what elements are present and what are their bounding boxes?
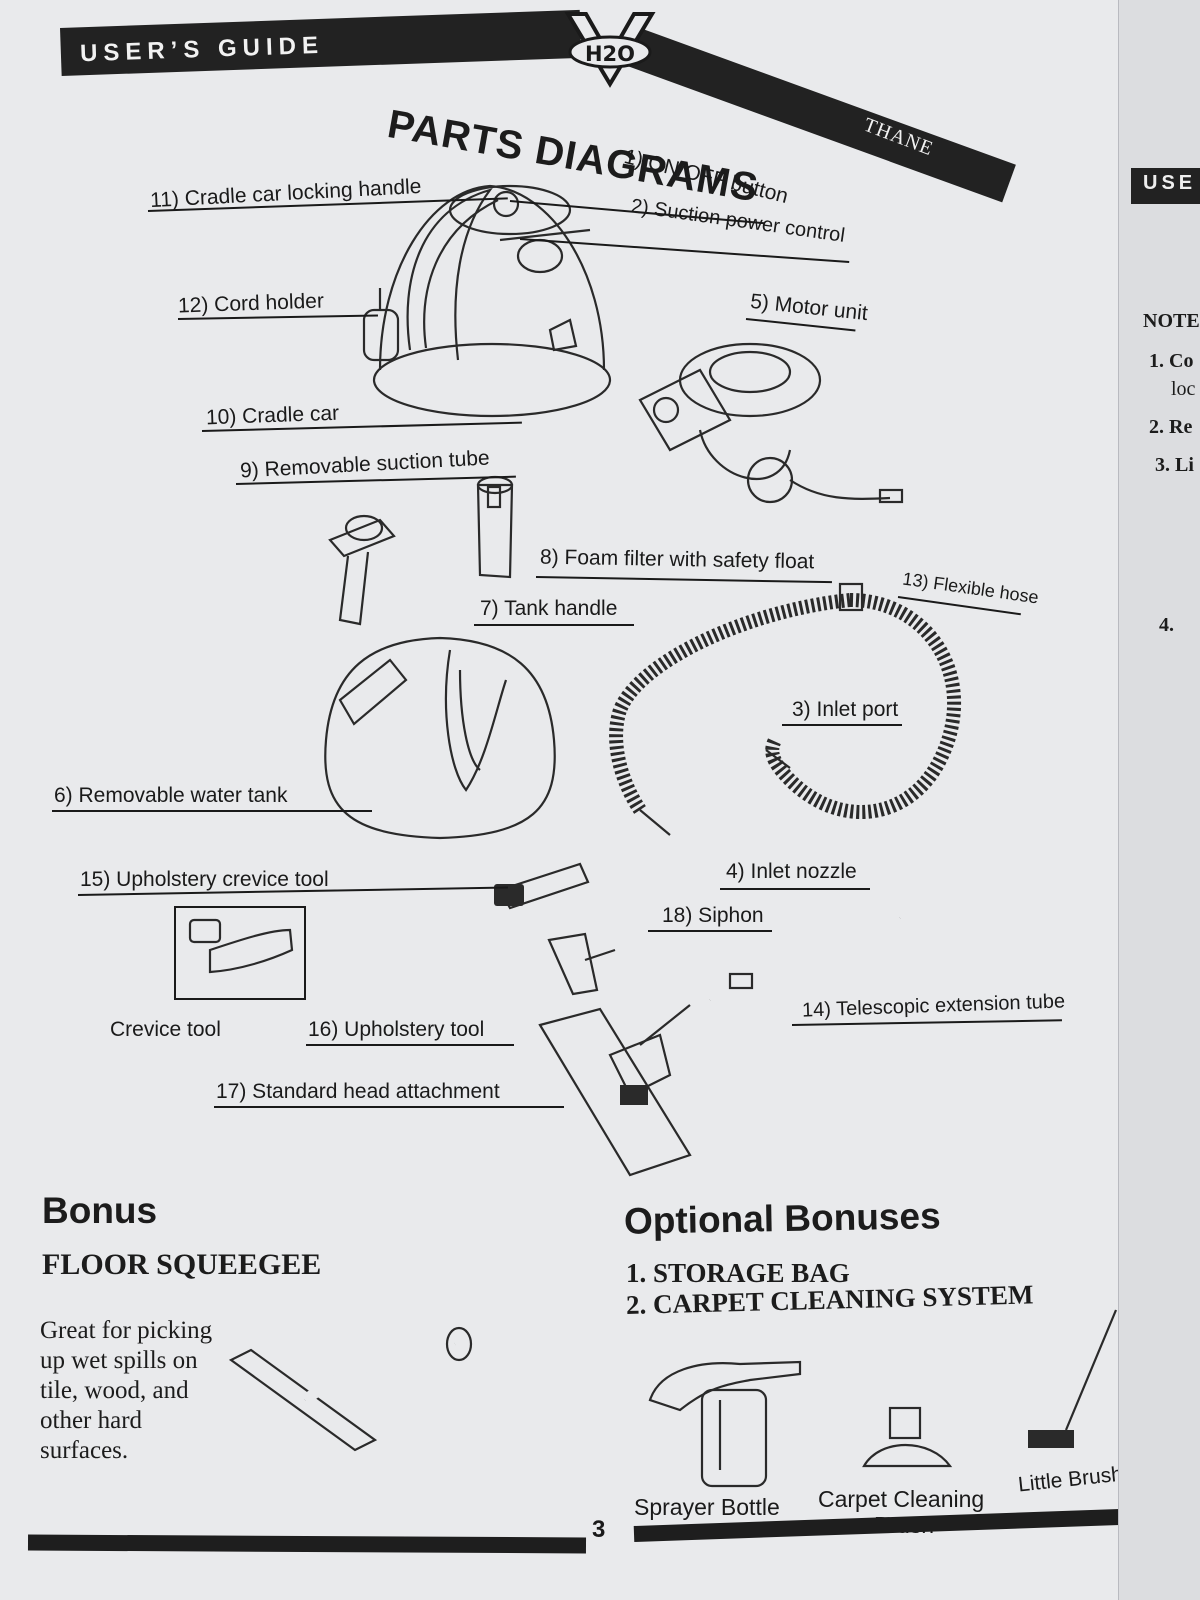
little-brush-illustration: [1028, 1309, 1118, 1448]
label-inlet-nozzle: 4) Inlet nozzle: [726, 860, 857, 883]
motor-unit-illustration: [638, 342, 904, 504]
next-page-item-3: 3. Li: [1155, 454, 1194, 476]
optional-item-storage-bag: 1. STORAGE BAG: [626, 1258, 850, 1288]
label-crevice-tool: Crevice tool: [110, 1018, 221, 1041]
optional-bonuses-heading: Optional Bonuses: [623, 1195, 941, 1242]
manual-page: USER’S GUIDE THANE H2O PARTS DIAGRAMS: [0, 0, 1130, 1600]
crevice-tool-box: [174, 906, 306, 1000]
logo-text: H2O: [585, 42, 635, 66]
leader-line: [474, 624, 634, 626]
h2o-logo: H2O: [564, 12, 656, 88]
water-tank-illustration: [324, 636, 556, 840]
sprayer-bottle-illustration: [648, 1360, 802, 1488]
leader-line: [720, 888, 870, 890]
leader-line: [214, 1106, 564, 1108]
flexible-hose-illustration: [609, 582, 962, 836]
carpet-brush-illustration: [862, 1406, 953, 1468]
crevice-tool-illustration: [188, 918, 294, 974]
next-page-header: USE: [1143, 172, 1197, 194]
next-page-item-4: 4.: [1159, 614, 1174, 636]
label-little-brush: Little Brush: [1017, 1462, 1124, 1497]
label-sprayer-bottle: Sprayer Bottle: [634, 1494, 780, 1520]
label-foam-filter: 8) Foam filter with safety float: [539, 545, 815, 574]
telescopic-tube-illustration: [708, 913, 902, 1005]
leader-line: [52, 810, 372, 812]
upholstery-crevice-tool-illustration: [494, 862, 590, 910]
standard-head-illustration: [538, 1004, 692, 1177]
next-page-note: NOTE: [1143, 310, 1200, 332]
floor-squeegee-illustration: [228, 1326, 473, 1452]
label-upholstery-crevice-tool: 15) Upholstery crevice tool: [80, 868, 329, 891]
next-page-item-1: 1. Co: [1149, 350, 1194, 372]
main-unit-illustration: [362, 184, 612, 418]
bonus-item-title: FLOOR SQUEEGEE: [42, 1248, 322, 1281]
label-carpet-cleaning: Carpet Cleaning: [818, 1486, 985, 1512]
foam-filter-illustration: [476, 475, 514, 579]
label-tank-handle: 7) Tank handle: [480, 597, 618, 620]
label-removable-water-tank: 6) Removable water tank: [54, 784, 288, 807]
upholstery-tool-illustration: [547, 932, 616, 996]
next-page-edge: USE NOTE 1. Co loc 2. Re 3. Li 4.: [1118, 0, 1200, 1600]
next-page-item-2: 2. Re: [1149, 416, 1193, 438]
leader-line: [782, 724, 902, 726]
next-page-header-bar: [1131, 168, 1200, 204]
bonus-heading: Bonus: [42, 1190, 158, 1231]
label-upholstery-tool: 16) Upholstery tool: [308, 1018, 485, 1041]
label-standard-head-attachment: 17) Standard head attachment: [216, 1080, 500, 1103]
footer-bar-left: [27, 1534, 587, 1554]
page-number: 3: [592, 1516, 606, 1543]
suction-tube-illustration: [328, 514, 396, 626]
next-page-item-1b: loc: [1171, 378, 1196, 400]
label-siphon: 18) Siphon: [662, 904, 764, 927]
leader-line: [648, 930, 772, 932]
leader-line: [306, 1044, 514, 1046]
label-inlet-port: 3) Inlet port: [792, 698, 899, 721]
label-cord-holder: 12) Cord holder: [177, 289, 325, 318]
